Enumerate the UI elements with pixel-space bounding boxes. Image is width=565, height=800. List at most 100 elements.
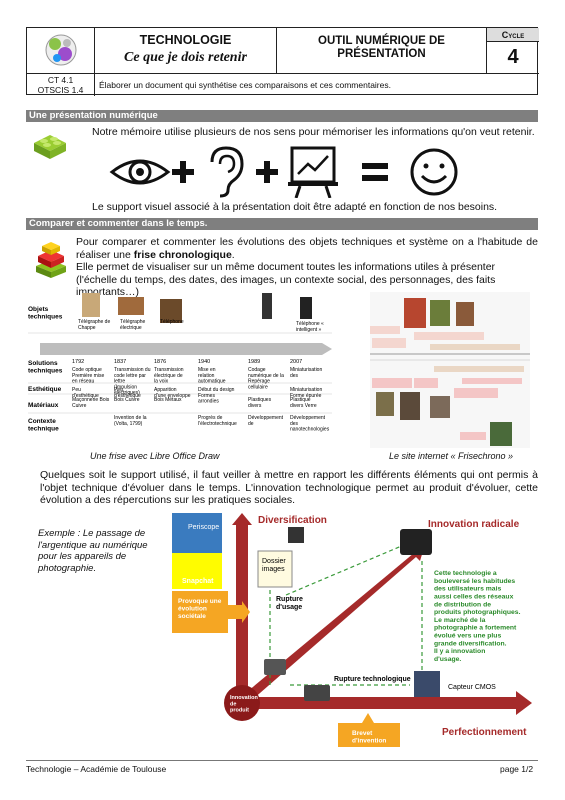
cmos-sensor-image [414, 671, 440, 697]
example-text: Exemple : Le passage de l'argentique au … [38, 528, 148, 574]
section2-paragraph: Quelques soit le support utilisé, il fau… [40, 469, 538, 506]
chappe-image [82, 293, 100, 317]
year-label: 1940 [198, 359, 210, 365]
label-rupture-techno: Rupture technologique [334, 676, 411, 683]
section2-line1-text: Pour comparer et commenter les évolution… [76, 236, 538, 261]
object-label: Téléphone [160, 319, 184, 325]
competence-cell: CT 4.1 OTSCIS 1.4 [27, 73, 95, 96]
ear-icon [210, 146, 244, 198]
footer-right: page 1/2 [500, 764, 534, 774]
section2-line1-bold: frise chronologique [133, 248, 232, 261]
frisechrono-screenshot [370, 292, 530, 448]
competence-1: CT 4.1 [47, 75, 74, 85]
dash-arrow-diversif [285, 538, 419, 596]
plus-icon [172, 161, 194, 183]
telegraphe-image [118, 297, 144, 315]
year-label: 2007 [290, 359, 302, 365]
section2-line1: Pour comparer et commenter les évolution… [76, 236, 538, 261]
lego-green-icon [34, 135, 66, 159]
eye-icon [109, 159, 171, 185]
label-perfectionnement: Perfectionnement [442, 727, 527, 738]
smiley-icon [410, 148, 458, 196]
periscope-logo [172, 513, 222, 553]
year-label: 1989 [248, 359, 260, 365]
label-periscope: Periscope [188, 524, 219, 531]
row-label-esthetique: Esthétique [28, 386, 62, 393]
equals-icon [362, 163, 388, 181]
label-capteur: Capteur CMOS [448, 684, 496, 691]
horizontal-axis-arrow [240, 691, 532, 715]
senses-equation [109, 146, 458, 198]
header-subtitle: Ce que je dois retenir [124, 50, 247, 65]
lego-stack-icon [36, 242, 66, 278]
section1-conclusion: Le support visuel associé à la présentat… [92, 201, 498, 213]
dossier-box [257, 550, 293, 588]
tool-title: OUTIL NUMÉRIQUE DE PRÉSENTATION [277, 28, 487, 73]
timeline-arrow [40, 343, 332, 355]
competence-2: OTSCIS 1.4 [37, 85, 84, 95]
presentation-board-icon [288, 146, 338, 198]
frisechrono-figure [370, 298, 530, 446]
provoque-box [172, 591, 228, 633]
section2-line1-end: . [231, 248, 235, 261]
materiaux-cell: Bois Métaux [154, 397, 182, 403]
year-label: 1876 [154, 359, 166, 365]
brevet-box [338, 723, 400, 747]
materiaux-cell: Bois Cuivre [114, 397, 140, 403]
contexte-cell: Invention de la(Volta, 1799) [114, 415, 147, 427]
compact-camera-image [304, 685, 330, 701]
year-label: 1837 [114, 359, 126, 365]
header-title: TECHNOLOGIE [139, 33, 232, 47]
row-label-materiaux: Matériaux [28, 402, 59, 409]
camera-image-top [288, 527, 304, 543]
cycle-number: 4 [507, 46, 519, 68]
mobile-image [262, 293, 272, 319]
objective: Élaborer un document qui synthétise ces … [95, 73, 539, 96]
header-title-cell: TECHNOLOGIE Ce que je dois retenir [95, 28, 277, 73]
logo [27, 28, 95, 96]
section1-intro: Notre mémoire utilise plusieurs de nos s… [92, 126, 535, 138]
header-table: TECHNOLOGIE Ce que je dois retenir OUTIL… [26, 27, 539, 96]
caption-left: Une frise avec Libre Office Draw [90, 451, 220, 461]
innovation-produit-bubble [224, 685, 260, 721]
year-label: 1792 [72, 359, 84, 365]
object-label: Téléphone «intelligent » [296, 321, 324, 333]
cycle-cell: Cycle 4 [487, 28, 539, 73]
caption-right: Le site internet « Frisechrono » [389, 451, 514, 461]
provoque-arrow-icon [228, 601, 250, 623]
logo-icon [45, 34, 77, 66]
snapchat-logo [172, 553, 222, 589]
footer-left: Technologie – Académie de Toulouse [26, 764, 167, 774]
footer-rule [26, 760, 538, 761]
smartphone-image [300, 297, 312, 319]
brevet-arrow-icon [362, 713, 374, 723]
plus-icon [256, 161, 278, 183]
